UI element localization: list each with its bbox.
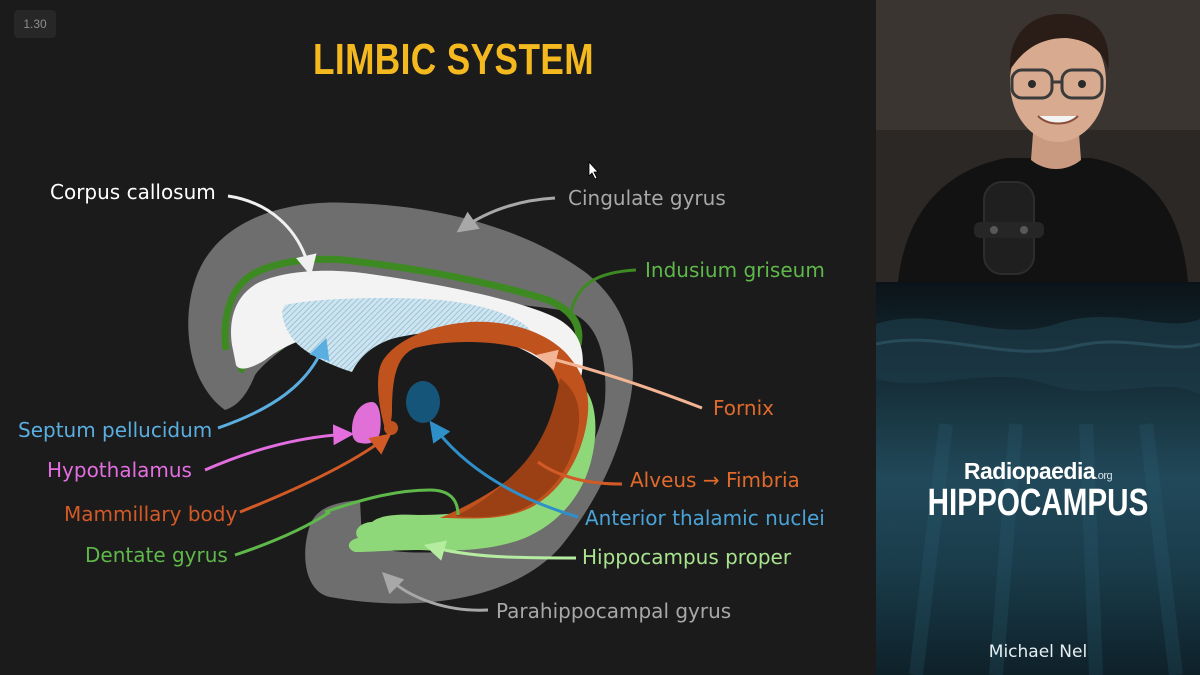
hippocampus-shape — [348, 385, 596, 552]
dentate-pointer — [234, 510, 331, 557]
playback-speed-badge[interactable]: 1.30 — [14, 10, 56, 38]
label-hypothalamus: Hypothalamus — [47, 458, 192, 482]
label-parahippocampal-gyrus: Parahippocampal gyrus — [496, 599, 732, 623]
episode-card: Radiopaedia.org HIPPOCAMPUS Michael Nel — [876, 284, 1200, 675]
brand-suffix: .org — [1095, 470, 1113, 482]
indusium-griseum-shape — [221, 255, 583, 351]
hypothalamus-pointer — [204, 424, 355, 472]
anterior-thalamic-pointer — [429, 420, 579, 519]
presenter-name: Michael Nel — [988, 642, 1088, 662]
label-fornix: Fornix — [713, 396, 774, 420]
septum-pointer — [217, 338, 330, 430]
alveus-pointer — [537, 460, 623, 486]
thalamic-nuclei-shape — [406, 381, 440, 423]
limbic-diagram — [188, 160, 703, 612]
corpus-callosum-pointer — [227, 194, 317, 277]
fornix-pointer — [535, 349, 703, 410]
label-septum-pellucidum: Septum pellucidum — [18, 418, 213, 442]
brand-name: Radiopaedia.org — [963, 458, 1113, 484]
microphone-icon — [974, 181, 1044, 275]
label-alveus-fimbria: Alveus → Fimbria — [630, 468, 800, 492]
cingulate-gyrus-pointer — [456, 196, 556, 233]
corpus-callosum-shape — [231, 270, 583, 388]
label-mammillary-body: Mammillary body — [64, 502, 238, 526]
cursor-icon — [588, 160, 599, 180]
episode-topic: HIPPOCAMPUS — [927, 482, 1149, 524]
mammillary-body-shape — [384, 421, 398, 435]
parahippocampal-pointer — [382, 572, 489, 612]
webcam-feed — [876, 0, 1200, 282]
person-webcam — [876, 0, 1200, 282]
mammillary-pointer — [239, 433, 392, 514]
label-anterior-thalamic-nuclei: Anterior thalamic nuclei — [585, 506, 825, 530]
slide-title: LIMBIC SYSTEM — [313, 35, 594, 84]
slide-panel: 1.30 LIMBIC SYSTEM Corpus callosum Cingu… — [14, 10, 825, 623]
sidebar: Radiopaedia.org HIPPOCAMPUS Michael Nel — [876, 0, 1200, 675]
label-indusium-griseum: Indusium griseum — [645, 258, 825, 282]
label-hippocampus-proper: Hippocampus proper — [582, 545, 792, 569]
hypothalamus-shape — [352, 402, 381, 444]
label-cingulate-gyrus: Cingulate gyrus — [568, 186, 726, 210]
indusium-griseum-pointer — [568, 268, 637, 319]
label-dentate-gyrus: Dentate gyrus — [85, 543, 228, 567]
septum-pellucidum-shape — [282, 297, 530, 372]
label-corpus-callosum: Corpus callosum — [50, 180, 216, 204]
hippocampus-pointer — [423, 540, 577, 561]
